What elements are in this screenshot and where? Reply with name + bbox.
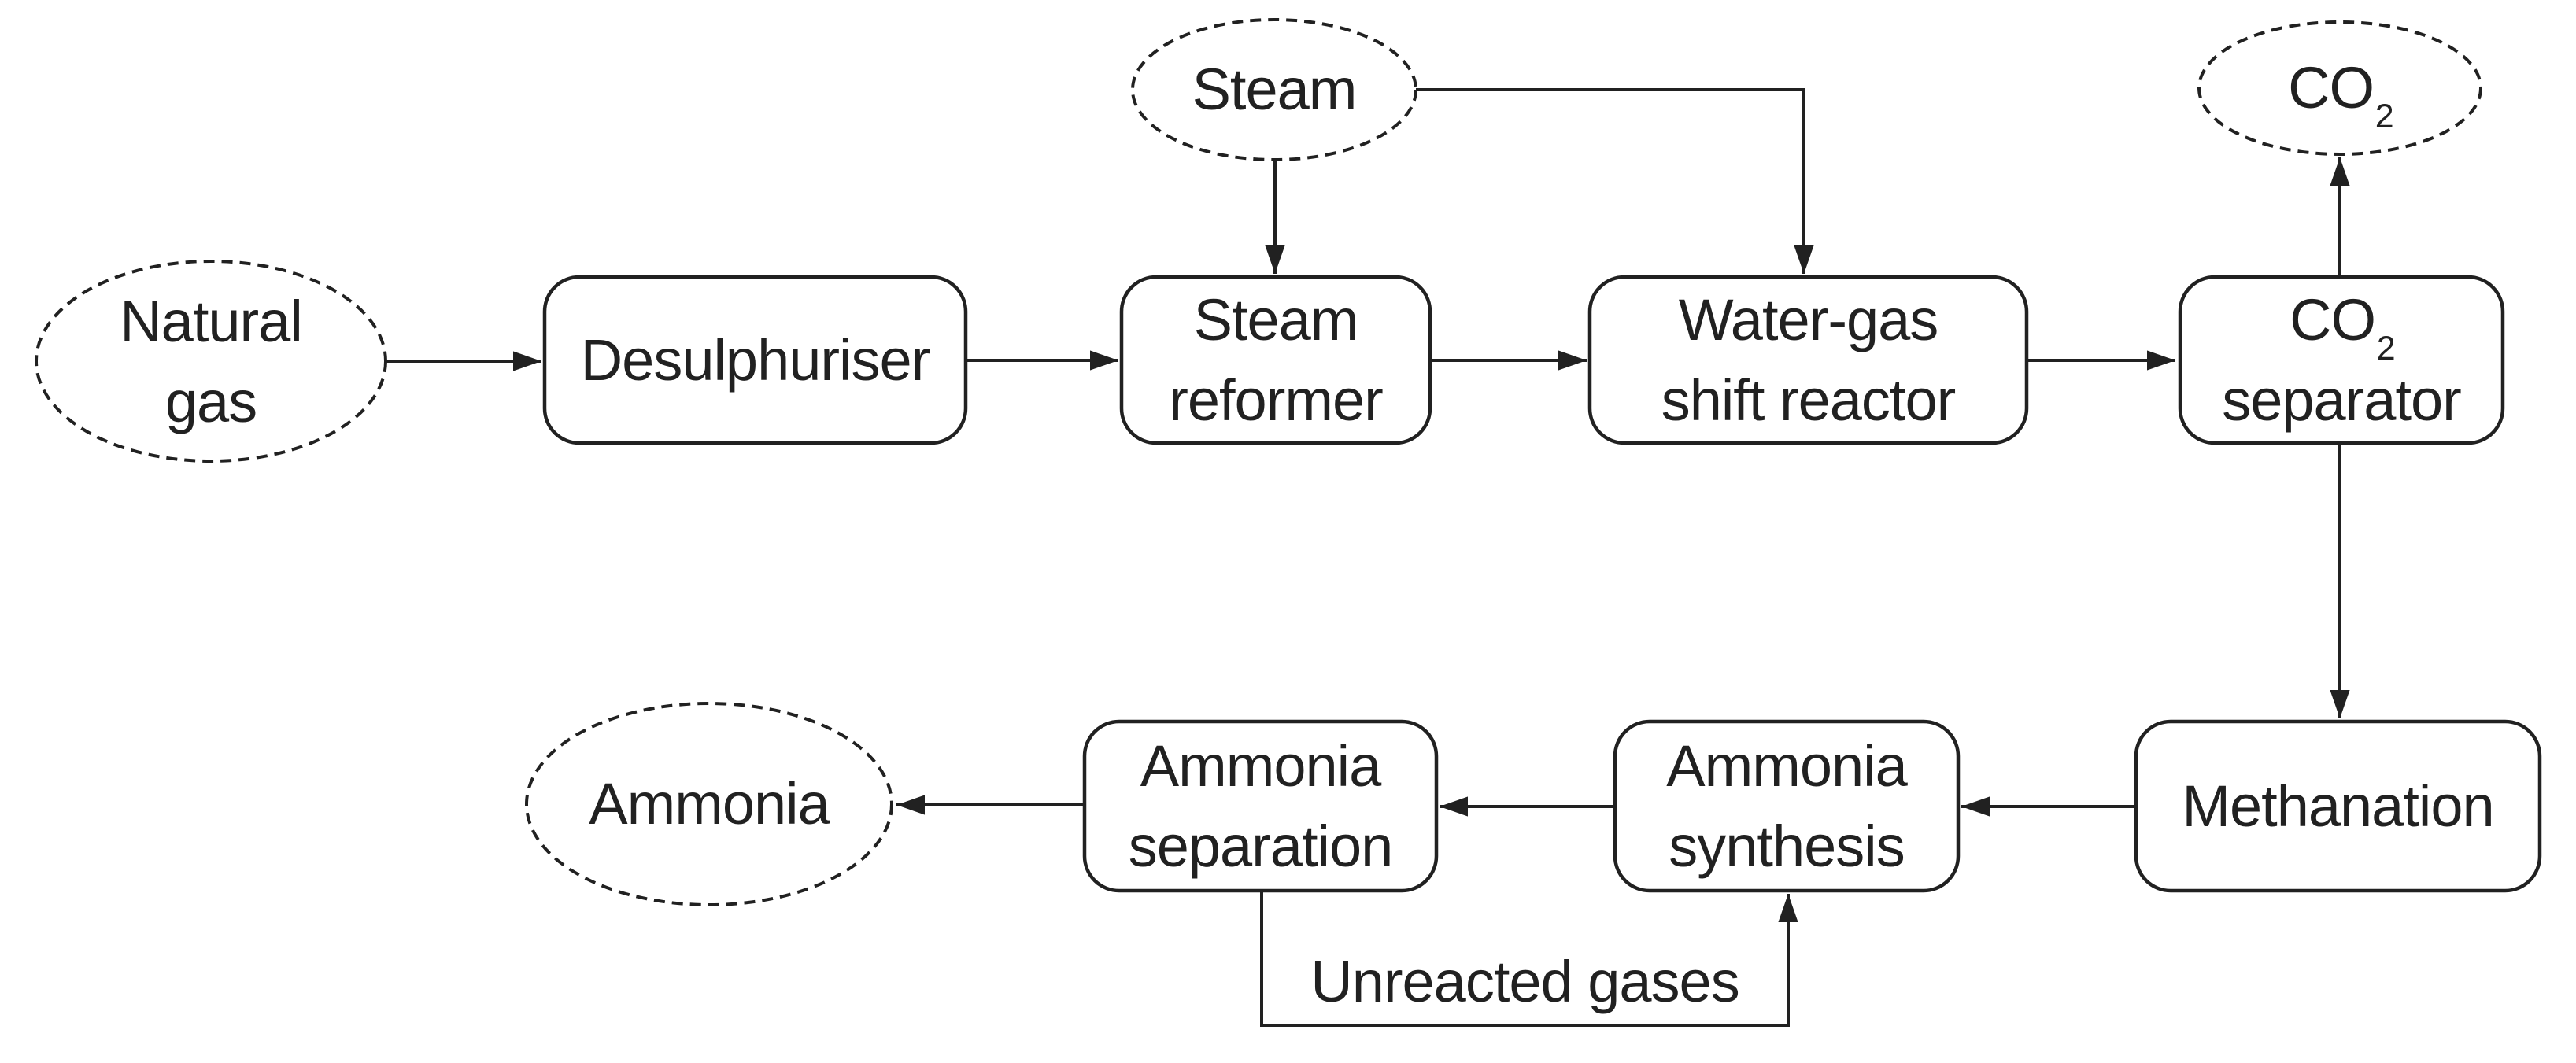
terminal-label-line: Natural xyxy=(120,288,303,354)
process-label-line: synthesis xyxy=(1669,813,1905,879)
terminal-label: Ammonia xyxy=(589,771,830,836)
arrow-steam-to-shift-reactor xyxy=(1416,88,1814,274)
unreacted-gases-label: Unreacted gases xyxy=(1310,949,1739,1014)
process-label: Methanation xyxy=(2182,773,2494,839)
ammonia-ellipse xyxy=(525,702,893,906)
terminal-ammonia: Ammonia xyxy=(527,703,892,905)
process-steam-reformer: Steam reformer xyxy=(1122,277,1430,443)
process-label-line: separation xyxy=(1128,813,1394,879)
process-desulphuriser: Desulphuriser xyxy=(545,277,966,443)
formula-subscript: 2 xyxy=(2376,329,2396,367)
terminal-label: CO2 xyxy=(2288,48,2394,134)
terminal-co2: CO2 xyxy=(2199,22,2481,153)
process-ammonia-separation: Ammonia separation xyxy=(1085,722,1436,891)
process-label-line: reformer xyxy=(1169,367,1384,433)
process-methanation: Methanation xyxy=(2136,722,2540,891)
arrow-unreacted-gases-recycle xyxy=(1260,891,1798,1027)
process-label-line: Steam xyxy=(1193,286,1359,352)
formula-subscript: 2 xyxy=(2375,97,2394,135)
terminal-steam: Steam xyxy=(1133,20,1416,160)
process-ammonia-synthesis: Ammonia synthesis xyxy=(1615,722,1958,891)
process-label-line: Ammonia xyxy=(1666,733,1908,799)
terminal-label: Steam xyxy=(1192,57,1358,122)
terminal-label-line: gas xyxy=(164,368,257,434)
process-label-line: shift reactor xyxy=(1661,367,1957,433)
formula-main: CO xyxy=(2290,286,2376,352)
process-label-line: CO2 xyxy=(2290,280,2396,366)
process-label-line: Water-gas xyxy=(1678,286,1939,352)
process-label-line: separator xyxy=(2222,367,2462,433)
process-label: Desulphuriser xyxy=(580,327,931,393)
formula-main: CO xyxy=(2288,54,2375,120)
terminal-natural-gas: Natural gas xyxy=(36,261,386,462)
process-label-line: Ammonia xyxy=(1140,733,1382,799)
co2-ellipse xyxy=(2197,20,2482,156)
process-co2-separator: CO2 separator xyxy=(2180,277,2503,443)
process-water-gas-shift-reactor: Water-gas shift reactor xyxy=(1590,277,2027,443)
